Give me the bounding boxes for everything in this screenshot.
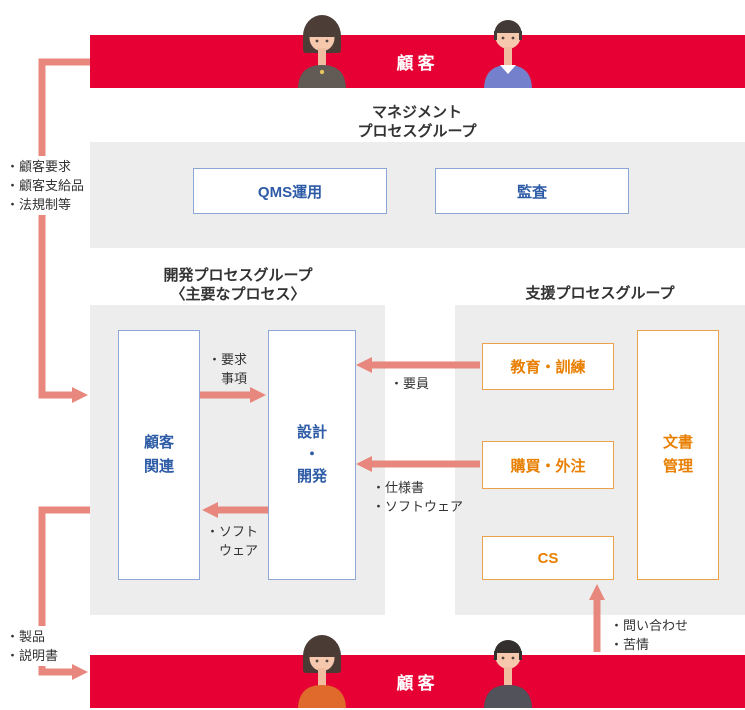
- customer-label-top: 顧客: [396, 54, 439, 73]
- box-education-training: 教育・訓練: [482, 343, 614, 390]
- customer-banner-bottom: 顧客: [90, 655, 745, 708]
- development-group-title: 開発プロセスグループ 〈主要なプロセス〉: [163, 267, 313, 303]
- woman-customer-icon: [298, 635, 346, 708]
- annotation-requirements: ・要求 事項: [208, 352, 248, 386]
- annotation-inquiries: ・問い合わせ ・苦情: [610, 618, 689, 652]
- arrow-customer-input: [38, 58, 90, 403]
- man-customer-icon: [484, 20, 532, 88]
- management-group-panel: [90, 142, 745, 248]
- management-group-title: マネジメント プロセスグループ: [357, 104, 477, 140]
- box-design-development: 設計 ・ 開発: [268, 330, 356, 580]
- man-customer-icon: [484, 640, 532, 708]
- box-cs: CS: [482, 536, 614, 580]
- annotation-spec-software: ・仕様書 ・ソフトウェア: [372, 480, 464, 514]
- box-purchasing-outsourcing: 購買・外注: [482, 441, 614, 489]
- customer-banner-top: 顧客: [90, 35, 745, 88]
- box-audit: 監査: [435, 168, 629, 214]
- box-qms-operation: QMS運用: [193, 168, 387, 214]
- woman-customer-icon: [298, 15, 346, 88]
- annotation-software-output: ・ソフト ウェア: [206, 524, 259, 558]
- box-document-management: 文書 管理: [637, 330, 719, 580]
- annotation-personnel: ・要員: [390, 376, 430, 391]
- annotation-customer-inputs: ・顧客要求 ・顧客支給品 ・法規制等: [4, 156, 87, 215]
- customer-label-bottom: 顧客: [396, 674, 439, 693]
- annotation-products: ・製品 ・説明書: [4, 626, 61, 666]
- box-customer-relations: 顧客 関連: [118, 330, 200, 580]
- support-group-title: 支援プロセスグループ: [525, 285, 675, 302]
